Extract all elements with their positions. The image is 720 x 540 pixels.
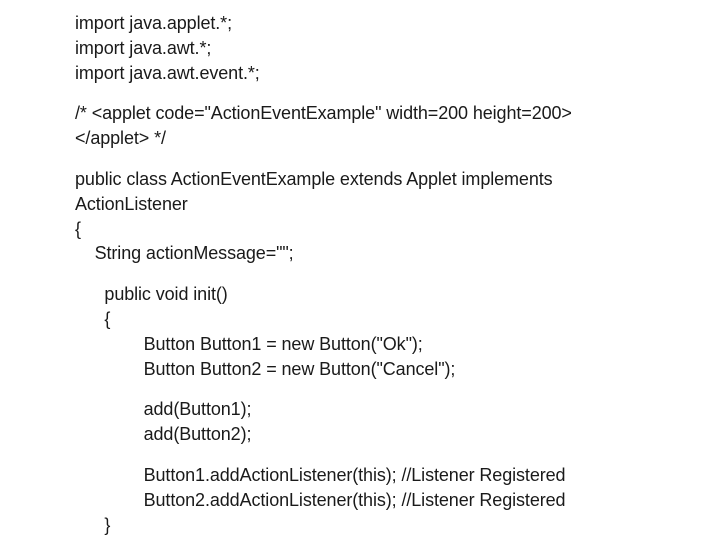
code-line-blank — [75, 447, 720, 463]
code-line: Button2.addActionListener(this); //Liste… — [75, 489, 566, 510]
code-line: Button1.addActionListener(this); //Liste… — [75, 464, 566, 485]
code-line: String actionMessage=""; — [75, 243, 294, 264]
code-line-blank — [75, 151, 720, 167]
code-line: import java.awt.event.*; — [75, 62, 260, 83]
code-line: public class ActionEventExample extends … — [75, 168, 553, 189]
code-line: add(Button1); — [75, 399, 252, 420]
code-line: import java.awt.*; — [75, 37, 212, 58]
code-line: { — [75, 308, 111, 329]
code-line-blank — [75, 381, 720, 397]
code-line-blank — [75, 266, 720, 282]
code-line: { — [75, 218, 81, 239]
code-line: public void init() — [75, 284, 228, 305]
code-line: Button Button2 = new Button("Cancel"); — [75, 358, 456, 379]
code-line: add(Button2); — [75, 424, 252, 445]
code-line-blank — [75, 85, 720, 101]
code-line: } — [75, 514, 111, 535]
code-line: ActionListener — [75, 193, 188, 214]
code-line: Button Button1 = new Button("Ok"); — [75, 333, 423, 354]
code-line: </applet> */ — [75, 128, 166, 149]
code-line: /* <applet code="ActionEventExample" wid… — [75, 103, 572, 124]
java-code-block: import java.applet.*; import java.awt.*; i… — [75, 11, 720, 537]
code-line: import java.applet.*; — [75, 13, 232, 33]
